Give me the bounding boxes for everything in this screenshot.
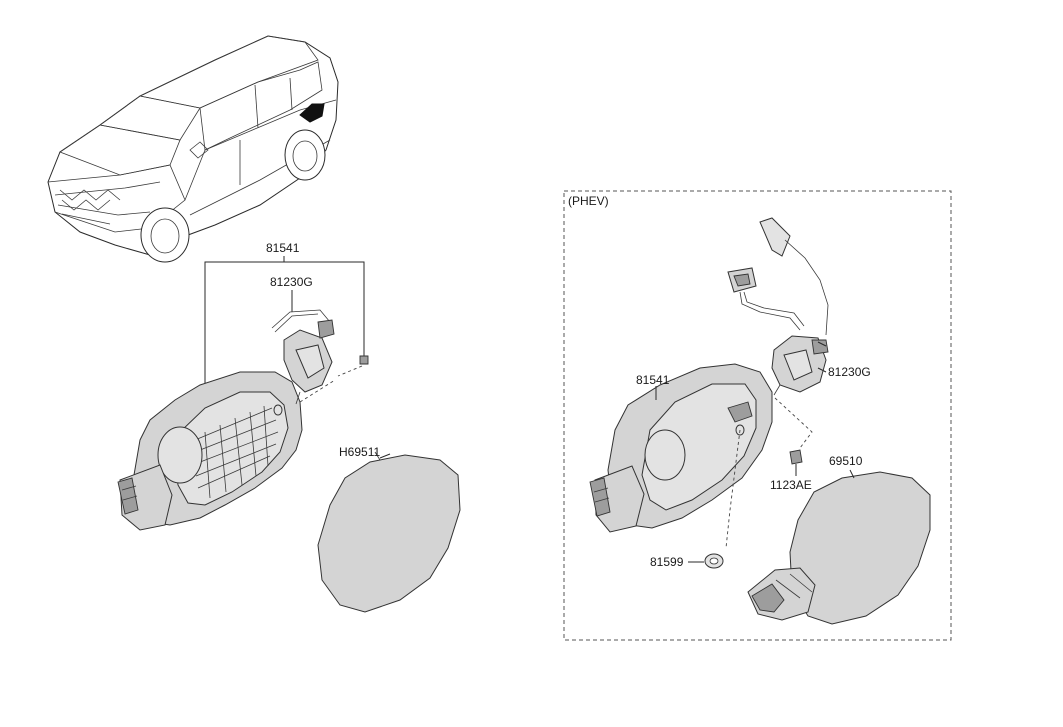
actuator-81230G-left xyxy=(271,309,369,405)
label-81541-left: 81541 xyxy=(266,241,300,255)
fuel-door-location-marker xyxy=(299,103,325,123)
phev-group-label: (PHEV) xyxy=(568,194,609,208)
label-H69511: H69511 xyxy=(339,445,380,459)
phev-group-box xyxy=(563,190,952,641)
label-81599: 81599 xyxy=(650,555,684,569)
fuel-door-H69511 xyxy=(317,451,461,613)
fuel-door-69510 xyxy=(747,469,931,625)
label-81230G-left: 81230G xyxy=(270,275,313,289)
wire-harness-connector xyxy=(727,267,805,331)
fuel-filler-housing-left xyxy=(117,371,303,531)
fuel-filler-housing-right xyxy=(589,363,773,533)
left-assembly xyxy=(117,256,461,613)
label-1123AE: 1123AE xyxy=(770,478,812,492)
label-69510: 69510 xyxy=(829,454,863,468)
cable-handle xyxy=(759,217,829,336)
seal-81599 xyxy=(688,553,724,569)
bolt-1123AE xyxy=(789,449,803,476)
actuator-81230G-right xyxy=(771,335,829,396)
label-81541-right: 81541 xyxy=(636,373,670,387)
label-81230G-right: 81230G xyxy=(828,365,871,379)
vehicle-illustration xyxy=(47,35,339,263)
phev-assembly xyxy=(589,217,931,625)
